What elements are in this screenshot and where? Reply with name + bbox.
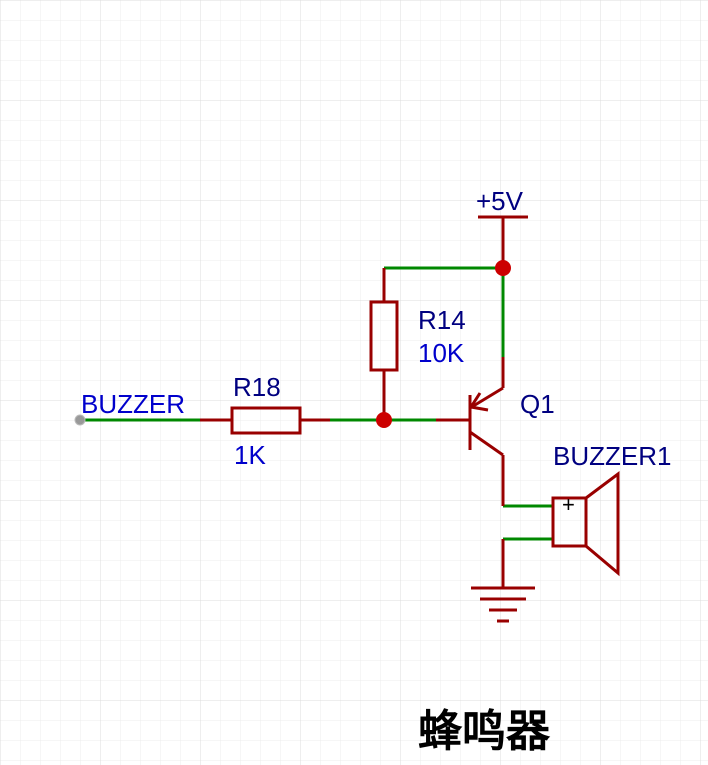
r18-designator: R18 — [233, 372, 281, 402]
power-label: +5V — [476, 186, 524, 216]
q1-emitter-diag — [469, 386, 504, 410]
junction-base — [376, 412, 392, 428]
wires — [82, 266, 553, 541]
page-title: 蜂鸣器 — [418, 706, 551, 757]
buzzer-designator: BUZZER1 — [553, 441, 671, 471]
r18-value: 1K — [234, 440, 266, 470]
q1-designator: Q1 — [520, 389, 555, 419]
q1-collector-diag — [469, 430, 504, 457]
junction-vcc — [495, 260, 511, 276]
components — [200, 215, 620, 623]
buzzer-horn — [584, 471, 620, 577]
net-port-buzzer[interactable] — [74, 414, 86, 426]
q1-emitter-arrow — [468, 392, 489, 412]
buzzer-polarity: + — [562, 492, 575, 517]
r14-designator: R14 — [418, 305, 466, 335]
r14-value: 10K — [418, 338, 465, 368]
net-label-buzzer: BUZZER — [81, 389, 185, 419]
